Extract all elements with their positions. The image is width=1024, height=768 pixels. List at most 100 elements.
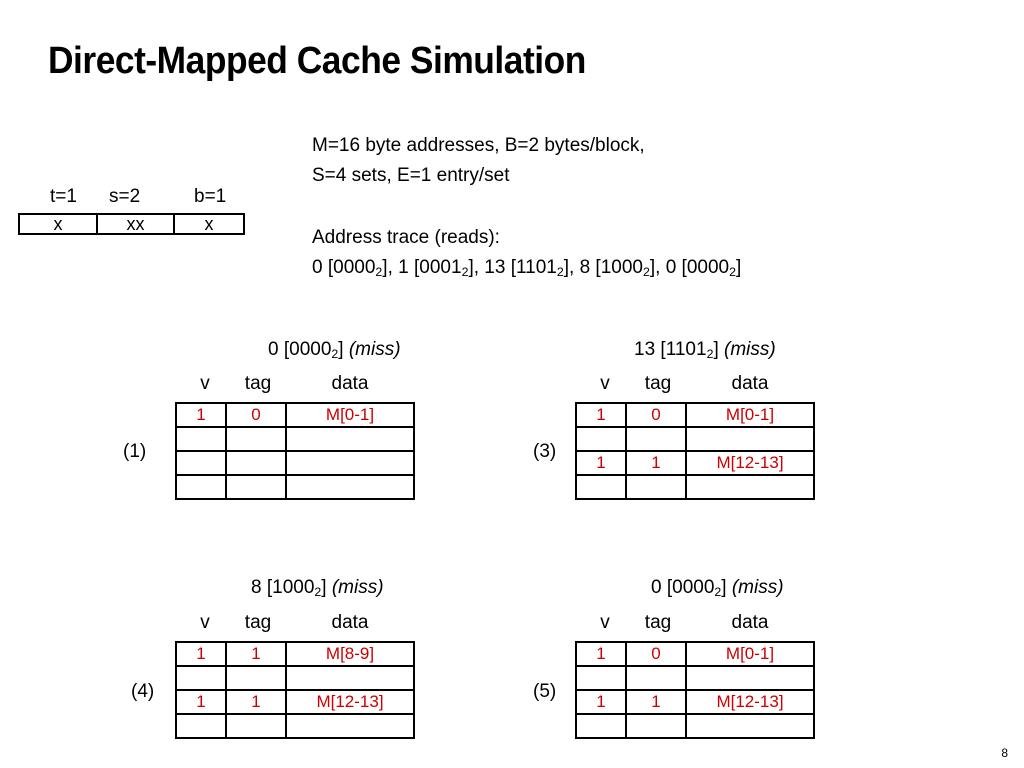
tag-cell: 0 xyxy=(625,402,687,428)
binary-base: 2 xyxy=(706,347,714,362)
step-label-3: (3) xyxy=(533,441,557,462)
cache-line-set-3 xyxy=(575,474,815,500)
data-header: data xyxy=(331,373,369,394)
trace-item: 13 [11012] xyxy=(484,257,569,280)
tag-cell xyxy=(225,426,287,452)
valid-bit: 1 xyxy=(175,402,227,428)
access-binary: 0000 xyxy=(672,577,715,598)
trace-binary: 0000 xyxy=(333,257,376,278)
data-cell: M[8-9] xyxy=(285,641,415,667)
slide-title: Direct-Mapped Cache Simulation xyxy=(48,40,586,82)
set-bits-label: s=2 xyxy=(109,186,141,207)
tag-cell: 0 xyxy=(225,402,287,428)
valid-bit xyxy=(175,713,227,739)
trace-binary: 1101 xyxy=(515,257,557,278)
valid-header: v xyxy=(200,373,210,394)
set-index-field: xx xyxy=(96,214,173,234)
data-cell: M[0-1] xyxy=(285,402,415,428)
data-cell xyxy=(285,426,415,452)
tag-cell: 1 xyxy=(625,689,687,715)
tag-cell xyxy=(625,426,687,452)
tag-header: tag xyxy=(244,612,272,633)
valid-bit xyxy=(175,665,227,691)
tag-cell xyxy=(225,474,287,500)
tag-field: x xyxy=(53,213,63,234)
block-offset-field: x xyxy=(173,214,243,234)
cache-title-1: 0 [00002] (miss) xyxy=(268,339,401,362)
tag-cell xyxy=(225,450,287,476)
access-binary: 1101 xyxy=(665,339,707,360)
address-trace: 0 [00002], 1 [00012], 13 [11012], 8 [100… xyxy=(312,257,742,280)
access-address: 0 xyxy=(268,339,279,360)
data-cell xyxy=(685,665,815,691)
cache-title-5: 0 [00002] (miss) xyxy=(651,577,784,600)
trace-address: 1 xyxy=(398,257,409,278)
access-binary: 1000 xyxy=(272,577,315,598)
tag-cell xyxy=(625,713,687,739)
data-cell: M[12-13] xyxy=(685,689,815,715)
access-binary: 0000 xyxy=(289,339,332,360)
binary-base: 2 xyxy=(331,347,339,362)
valid-header: v xyxy=(600,612,610,633)
trace-base: 2 xyxy=(642,265,650,280)
cache-title-3: 13 [11012] (miss) xyxy=(634,339,776,362)
page-number: 8 xyxy=(1001,746,1008,760)
data-cell: M[0-1] xyxy=(685,402,815,428)
access-address: 0 xyxy=(651,577,662,598)
tag-header: tag xyxy=(644,373,672,394)
offset-bits-label: b=1 xyxy=(194,186,227,207)
tag-cell: 0 xyxy=(625,641,687,667)
step-label-5: (5) xyxy=(533,681,557,702)
tag-cell: 1 xyxy=(625,450,687,476)
access-result: (miss) xyxy=(331,577,384,598)
trace-item: 8 [10002] xyxy=(579,257,656,280)
valid-bit xyxy=(175,450,227,476)
access-result: (miss) xyxy=(724,339,776,360)
params-line-1: M=16 byte addresses, B=2 bytes/block, xyxy=(312,135,645,156)
valid-bit: 1 xyxy=(575,641,627,667)
cache-line-set-1 xyxy=(175,426,415,452)
tag-cell: 1 xyxy=(225,641,287,667)
cache-header-1: v tag data xyxy=(0,373,1024,397)
trace-base: 2 xyxy=(556,265,564,280)
data-cell xyxy=(685,474,815,500)
tag-cell xyxy=(225,713,287,739)
trace-address: 13 xyxy=(484,257,506,278)
cache-line-set-1 xyxy=(175,665,415,691)
params-line-2: S=4 sets, E=1 entry/set xyxy=(312,165,510,186)
tag-header: tag xyxy=(244,373,272,394)
valid-bit: 1 xyxy=(175,641,227,667)
access-result: (miss) xyxy=(348,339,401,360)
tag-bits-label: t=1 xyxy=(50,186,77,207)
trace-base: 2 xyxy=(375,265,383,280)
access-result: (miss) xyxy=(731,577,784,598)
trace-binary: 0000 xyxy=(686,257,730,278)
trace-binary: 0001 xyxy=(419,257,462,278)
cache-header-4: v tag data xyxy=(0,612,1024,636)
valid-header: v xyxy=(200,612,210,633)
trace-item: 0 [00002] xyxy=(665,257,742,280)
data-header: data xyxy=(731,612,769,633)
access-address: 8 xyxy=(251,577,262,598)
valid-bit xyxy=(175,426,227,452)
address-field-labels: t=1 s=2 b=1 xyxy=(18,186,248,210)
valid-bit: 1 xyxy=(575,689,627,715)
valid-bit xyxy=(575,713,627,739)
tag-cell xyxy=(225,665,287,691)
valid-bit xyxy=(175,474,227,500)
data-cell xyxy=(285,665,415,691)
cache-line-set-3 xyxy=(575,713,815,739)
cache-line-set-3 xyxy=(175,474,415,500)
data-cell: M[12-13] xyxy=(685,450,815,476)
cache-header-3: v tag data xyxy=(0,373,1024,397)
trace-address: 0 xyxy=(312,257,323,278)
